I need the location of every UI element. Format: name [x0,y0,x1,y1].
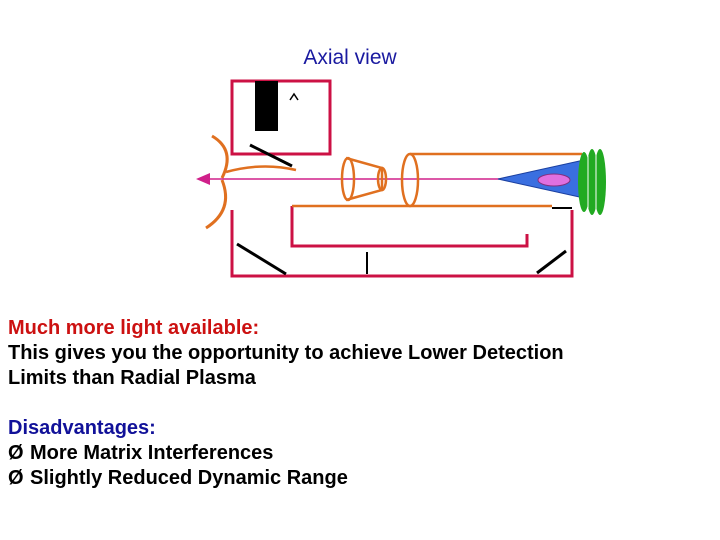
bullet-item-2: Ø Slightly Reduced Dynamic Range [8,466,708,491]
observer-lower-curve [205,179,227,230]
detector-housing [230,79,332,156]
interface-cone-tip [376,166,388,192]
heading: Much more light available: [8,317,260,339]
body-line-2: Limits than Radial Plasma [8,367,256,389]
lower-mirror-left [236,242,287,276]
base-frame [230,210,574,278]
torch-support-frame [290,206,529,248]
rf-coil-3 [594,149,606,215]
small-arrow-icon [289,92,299,101]
observer-inner-curve [225,165,297,174]
torch-tube-end [400,152,420,208]
body-line-1: This gives you the opportunity to achiev… [8,342,564,364]
light-path-arrowhead [196,173,210,185]
spacer [8,391,708,416]
interface-cone-front [340,156,356,202]
bullet-arrow-icon: Ø [8,467,24,489]
lower-mirror-right [536,249,567,275]
diagram-title: Axial view [303,46,397,69]
text-block: Much more light available: This gives yo… [8,316,708,491]
disadvantages-label: Disadvantages: [8,417,156,439]
mirror [249,143,293,168]
bullet-arrow-icon: Ø [8,442,24,464]
bullet-text: Slightly Reduced Dynamic Range [30,467,348,489]
bullet-text: More Matrix Interferences [30,442,274,464]
bullet-item-1: Ø More Matrix Interferences [8,441,708,466]
observer-upper-curve [211,134,229,179]
interface-cone [345,156,384,202]
detector-block [255,81,278,131]
plasma-core [537,173,571,187]
axial-view-diagram [196,79,606,278]
